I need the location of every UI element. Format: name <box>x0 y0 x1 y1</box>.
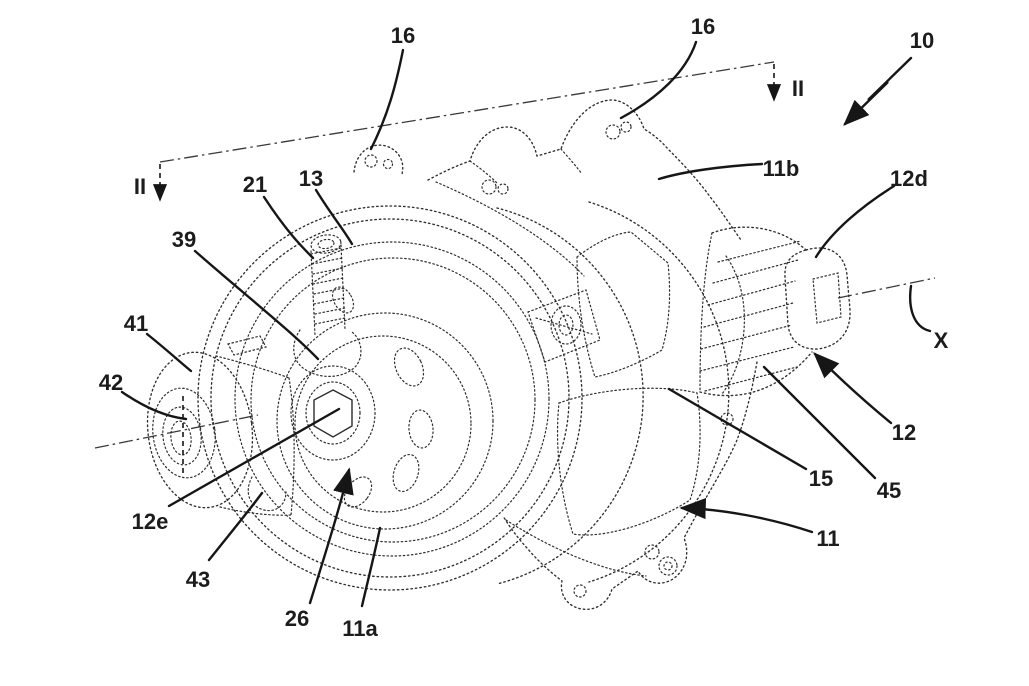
leader-11b <box>657 162 764 181</box>
left-axle-cap <box>146 335 295 516</box>
hub-drum-shell <box>197 201 730 591</box>
leader-16-left <box>369 48 405 151</box>
leader-lines <box>120 40 932 608</box>
ref-label-11a: 11a <box>342 616 378 641</box>
leader-21 <box>262 195 315 260</box>
axis-line-x <box>94 277 936 449</box>
ref-label-41: 41 <box>124 311 148 336</box>
section-label-II-left: II <box>134 174 146 199</box>
ref-label-39: 39 <box>172 227 196 252</box>
axis-label-X: X <box>934 328 949 353</box>
leader-11 <box>679 498 814 534</box>
ref-label-11b: 11b <box>763 156 800 181</box>
ref-label-11: 11 <box>816 526 839 551</box>
ref-label-10: 10 <box>910 28 934 53</box>
threaded-stem <box>293 234 362 377</box>
ref-label-13: 13 <box>299 166 323 191</box>
leader-45 <box>762 365 877 480</box>
leader-41 <box>145 332 193 373</box>
ref-label-16-right: 16 <box>691 14 715 39</box>
ref-label-26: 26 <box>285 606 309 631</box>
leader-12 <box>813 352 893 425</box>
section-line-II <box>152 61 782 202</box>
motor-housing <box>353 99 758 610</box>
ref-label-21: 21 <box>243 172 267 197</box>
spoke-flange <box>247 286 494 530</box>
leader-X <box>909 284 932 333</box>
ref-label-15: 15 <box>809 466 833 491</box>
leader-12d <box>814 184 896 259</box>
ref-label-12d: 12d <box>890 166 928 191</box>
hub-bore <box>290 365 376 461</box>
ref-label-45: 45 <box>877 478 901 503</box>
stator-pole-pieces <box>550 231 701 536</box>
leader-42 <box>120 390 188 421</box>
ref-label-12: 12 <box>892 420 916 445</box>
reference-labels: 16 16 10 II II 21 13 11b 12d 39 41 42 X … <box>99 14 949 641</box>
right-end-cap <box>699 226 851 397</box>
leader-26 <box>308 467 354 605</box>
leader-43 <box>207 491 264 562</box>
section-label-II-right: II <box>792 76 804 101</box>
ref-label-42: 42 <box>99 370 123 395</box>
leader-10 <box>843 56 913 126</box>
ref-label-16-left: 16 <box>391 23 415 48</box>
ref-label-43: 43 <box>186 567 210 592</box>
leader-15 <box>667 387 808 471</box>
leader-13 <box>314 188 354 246</box>
leader-39 <box>193 249 320 361</box>
leader-12e <box>167 407 341 508</box>
leader-11a <box>360 526 382 608</box>
leader-16-right <box>619 40 698 120</box>
ref-label-12e: 12e <box>132 509 169 534</box>
